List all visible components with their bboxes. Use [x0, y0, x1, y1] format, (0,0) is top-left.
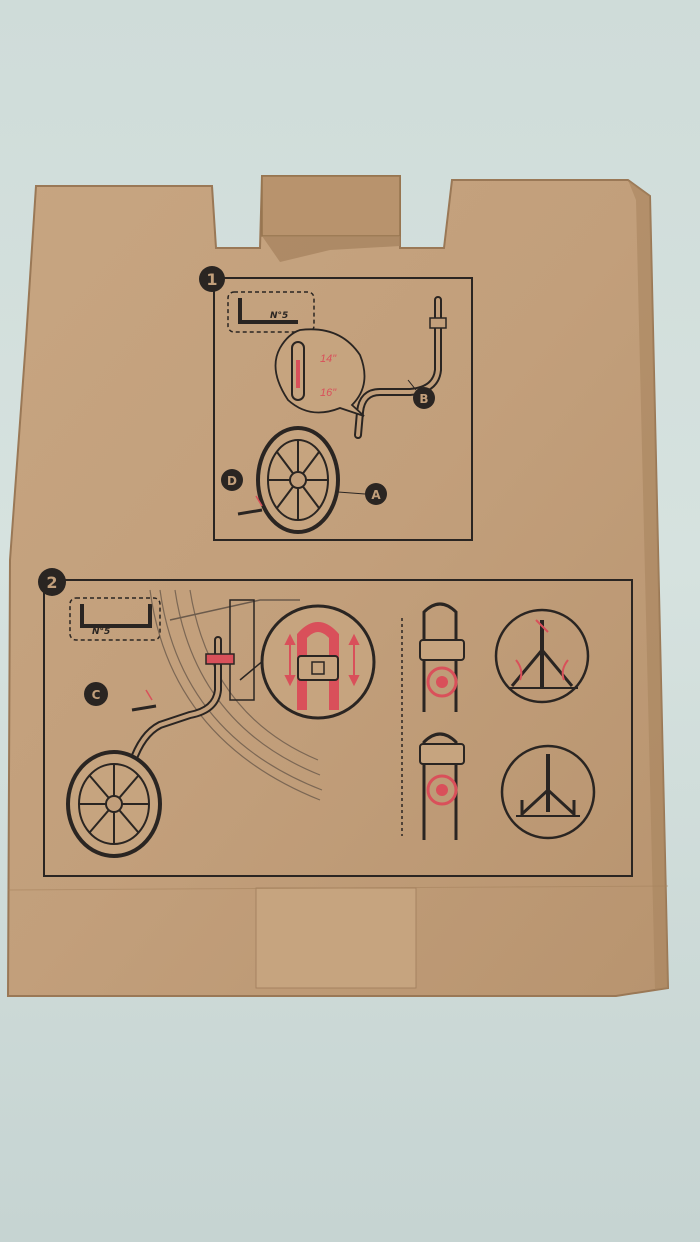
step-1-badge [199, 266, 225, 292]
step-2-wrench-size: N°5 [92, 627, 110, 637]
height-setting-high [419, 732, 465, 840]
adjustment-zoom-circle [239, 604, 376, 720]
training-wheel [256, 426, 340, 534]
cardboard-box [6, 175, 670, 997]
size-14-inch: 14" [320, 353, 337, 365]
bolt [237, 508, 263, 516]
hex-key-icon-2 [80, 604, 152, 628]
tilt-diagram-stable [500, 744, 596, 840]
tilt-diagram-wobble [494, 608, 590, 704]
size-16-inch: 16" [320, 387, 337, 399]
height-setting-low [419, 602, 465, 712]
part-label-d: D [227, 474, 237, 488]
step-1-wrench-size: N°5 [270, 311, 288, 321]
step-2-panel: 2 N°5 [38, 568, 633, 877]
bike-rear-wheel [149, 589, 323, 801]
step-1-panel: 1 N°5 14" 16" [199, 266, 473, 541]
bolt-2 [131, 704, 157, 712]
training-wheel-mounted [66, 750, 162, 858]
hex-key-icon [238, 298, 298, 324]
part-label-c: C [92, 688, 101, 702]
size-zoom-bubble: 14" 16" [274, 328, 366, 417]
part-label-b: B [419, 392, 428, 406]
part-label-a: A [371, 488, 381, 502]
step-2-number: 2 [46, 573, 57, 592]
step-1-number: 1 [206, 270, 217, 289]
step-2-badge [38, 568, 66, 596]
